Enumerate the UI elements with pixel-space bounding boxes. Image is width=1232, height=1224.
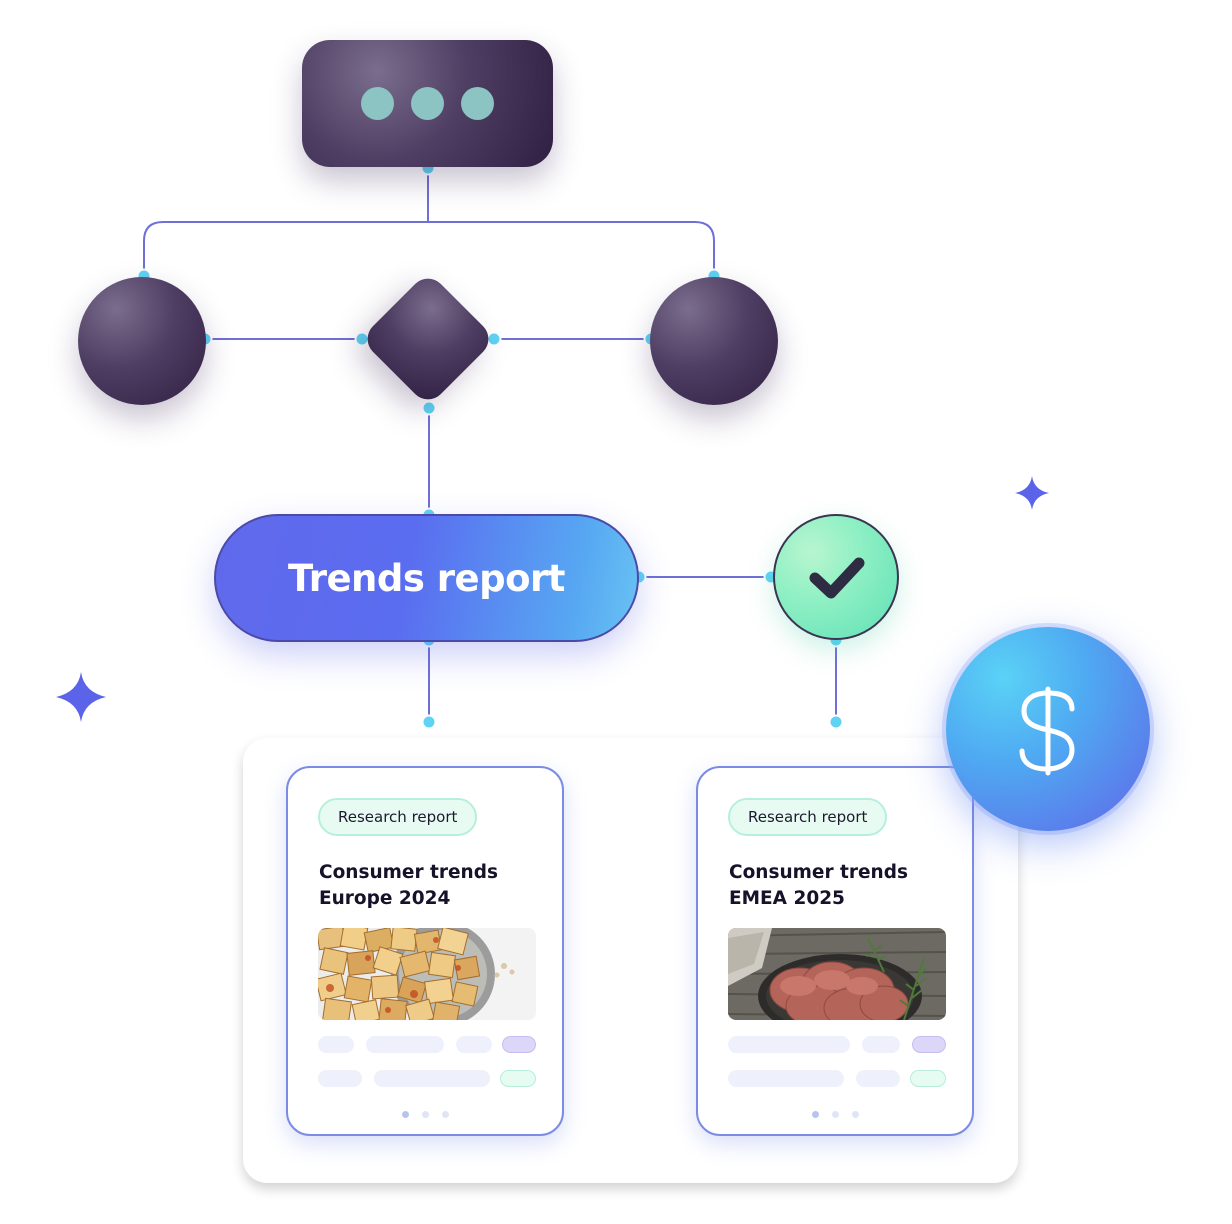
dot-icon[interactable] — [421, 1111, 429, 1118]
placeholder-bar — [456, 1036, 492, 1053]
dot-icon — [461, 87, 494, 120]
placeholder-bar — [318, 1070, 362, 1087]
dot-icon — [361, 87, 394, 120]
placeholder-chip — [910, 1070, 946, 1087]
sparkle-icon — [1015, 476, 1049, 510]
dot-icon — [411, 87, 444, 120]
placeholder-bar — [318, 1036, 354, 1053]
dot-icon[interactable] — [851, 1111, 859, 1118]
menu-node[interactable] — [302, 40, 553, 167]
trends-report-node[interactable]: Trends report — [214, 514, 639, 642]
placeholder-bar — [728, 1036, 850, 1053]
report-card[interactable]: Research report Consumer trends Europe 2… — [286, 766, 564, 1136]
placeholder-chip — [502, 1036, 536, 1053]
dot-icon[interactable] — [811, 1111, 819, 1118]
sparkle-icon — [56, 672, 106, 722]
placeholder-bar — [366, 1036, 444, 1053]
dot-icon[interactable] — [831, 1111, 839, 1118]
report-title: Consumer trends EMEA 2025 — [729, 862, 908, 909]
placeholder-chip — [912, 1036, 946, 1053]
dot-icon[interactable] — [441, 1111, 449, 1118]
sliced-meat-photo — [728, 928, 946, 1020]
carousel-dots[interactable] — [288, 1111, 562, 1118]
research-report-tag: Research report — [728, 798, 888, 836]
carousel-dots[interactable] — [698, 1111, 972, 1118]
report-title: Consumer trends Europe 2024 — [319, 862, 498, 909]
status-check-node[interactable] — [773, 514, 899, 640]
dollar-sign-icon — [1019, 686, 1075, 776]
circle-node-right[interactable] — [650, 277, 778, 405]
placeholder-bar — [856, 1070, 900, 1087]
dot-icon[interactable] — [401, 1111, 409, 1118]
trends-report-label: Trends report — [288, 556, 565, 600]
placeholder-bar — [862, 1036, 900, 1053]
placeholder-bar — [728, 1070, 844, 1087]
checkmark-icon — [809, 557, 865, 599]
price-badge[interactable] — [946, 627, 1150, 831]
circle-node-left[interactable] — [78, 277, 206, 405]
report-card[interactable]: Research report Consumer trends EMEA 202… — [696, 766, 974, 1136]
placeholder-chip — [500, 1070, 536, 1087]
tofu-cubes-photo — [318, 928, 536, 1020]
placeholder-bar — [374, 1070, 490, 1087]
research-report-tag: Research report — [318, 798, 478, 836]
